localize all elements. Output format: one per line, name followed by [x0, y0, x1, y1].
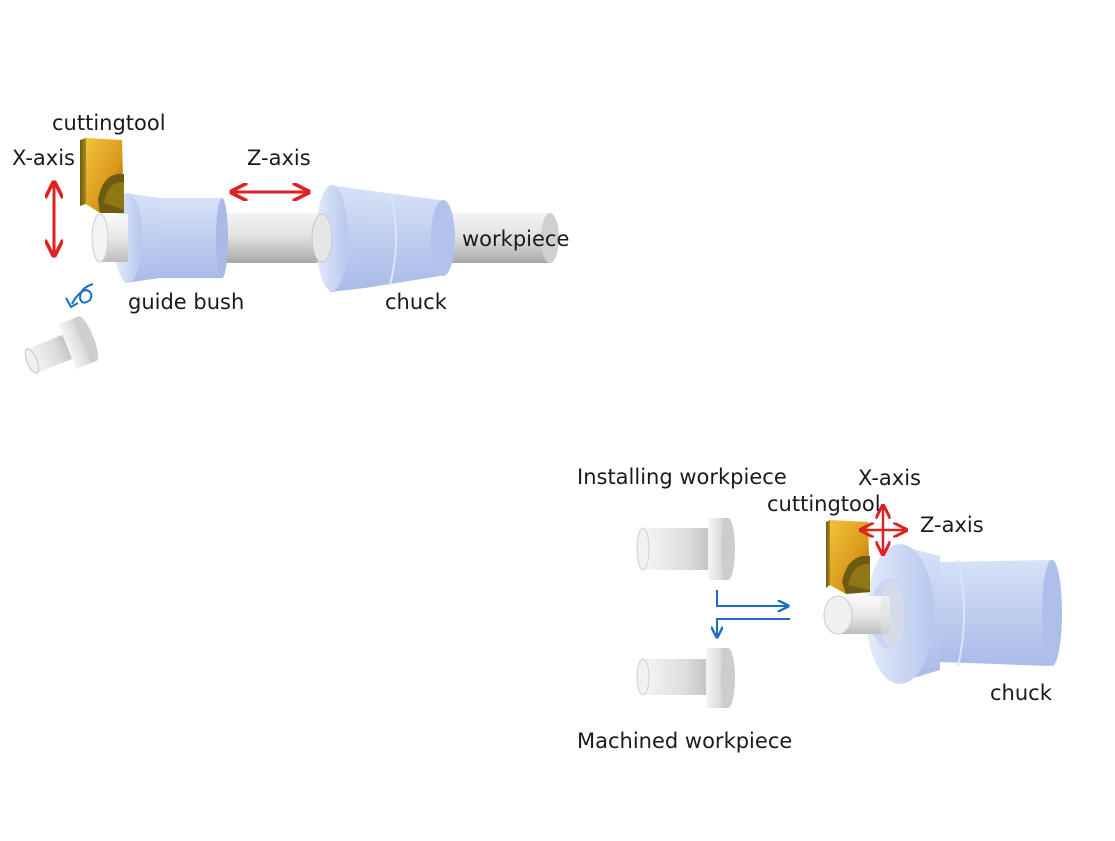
installing-workpiece-label: Installing workpiece — [577, 465, 787, 489]
z-axis-label: Z-axis — [247, 146, 311, 170]
chuck-label-2: chuck — [990, 681, 1053, 705]
x-axis-label: X-axis — [12, 146, 75, 170]
cutting-tool-label-2: cuttingtool — [767, 492, 881, 516]
protruding-workpiece — [91, 213, 128, 263]
cutting-tool-icon — [80, 138, 124, 213]
machined-part-icon — [636, 648, 735, 708]
workpiece-label: workpiece — [462, 227, 569, 251]
unload-arrow — [717, 618, 790, 636]
chuck-shape — [316, 185, 455, 292]
machined-workpiece-label: Machined workpiece — [577, 729, 792, 753]
chuck2-workpiece — [823, 581, 904, 649]
diagram-conventional-lathe: Installing workpiece X-axis cuttingtool … — [577, 465, 1062, 753]
load-arrow — [716, 590, 787, 606]
guide-bush-shape — [114, 193, 228, 283]
cutting-tool-label: cuttingtool — [52, 111, 166, 135]
diagram-swiss-lathe: cuttingtool X-axis Z-axis workpiece guid… — [12, 111, 569, 374]
finished-part-icon — [24, 316, 99, 374]
x-axis-label-2: X-axis — [858, 466, 921, 490]
chuck-label: chuck — [385, 290, 448, 314]
z-axis-label-2: Z-axis — [920, 513, 984, 537]
installing-part-icon — [636, 518, 735, 580]
cutting-tool2-icon — [826, 520, 870, 594]
guide-bush-label: guide bush — [128, 290, 244, 314]
cutoff-curl-arrow — [65, 283, 94, 309]
